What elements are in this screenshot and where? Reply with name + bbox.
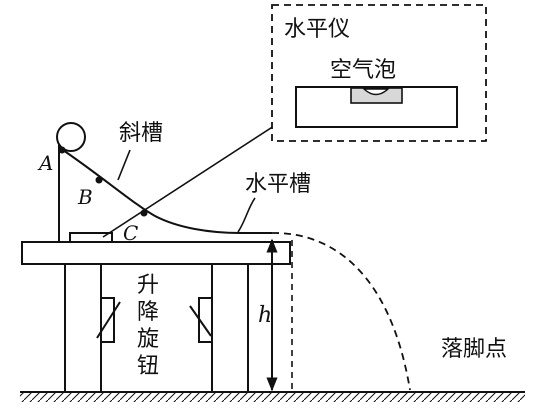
landing-point-label: 落脚点 bbox=[441, 337, 507, 362]
table-top bbox=[21, 241, 291, 265]
svg-text:钮: 钮 bbox=[137, 354, 159, 379]
height-label: h bbox=[258, 303, 272, 328]
point-b-dot bbox=[95, 176, 103, 184]
pulley-wheel bbox=[56, 122, 86, 152]
air-bubble bbox=[362, 88, 390, 96]
horizontal-groove-label: 水平槽 bbox=[245, 172, 311, 197]
lift-knob-label: 升 降 旋 钮 bbox=[137, 273, 159, 379]
svg-text:降: 降 bbox=[137, 300, 159, 325]
groove-base-block bbox=[69, 232, 113, 243]
point-a-label: A bbox=[37, 151, 53, 175]
point-a-dot bbox=[58, 146, 66, 154]
spirit-level-title: 水平仪 bbox=[284, 17, 350, 42]
horizontal-groove-leader bbox=[237, 197, 256, 233]
table-legs bbox=[64, 263, 249, 393]
point-c-dot bbox=[140, 209, 148, 217]
point-b-label: B bbox=[77, 185, 93, 209]
air-bubble-label: 空气泡 bbox=[330, 58, 396, 83]
level-vial bbox=[350, 87, 403, 104]
level-leader-line bbox=[102, 125, 275, 238]
spirit-level-inset: 水平仪 空气泡 bbox=[271, 4, 487, 142]
inclined-groove-leader bbox=[117, 149, 131, 181]
inclined-groove-label: 斜槽 bbox=[119, 121, 163, 146]
svg-text:旋: 旋 bbox=[137, 327, 159, 352]
lift-knob-left bbox=[96, 297, 121, 343]
inclined-groove-curve bbox=[59, 147, 241, 234]
point-c-label: C bbox=[123, 221, 138, 245]
lift-knob-right bbox=[189, 297, 213, 343]
svg-text:升: 升 bbox=[137, 273, 159, 298]
ground bbox=[20, 391, 525, 402]
